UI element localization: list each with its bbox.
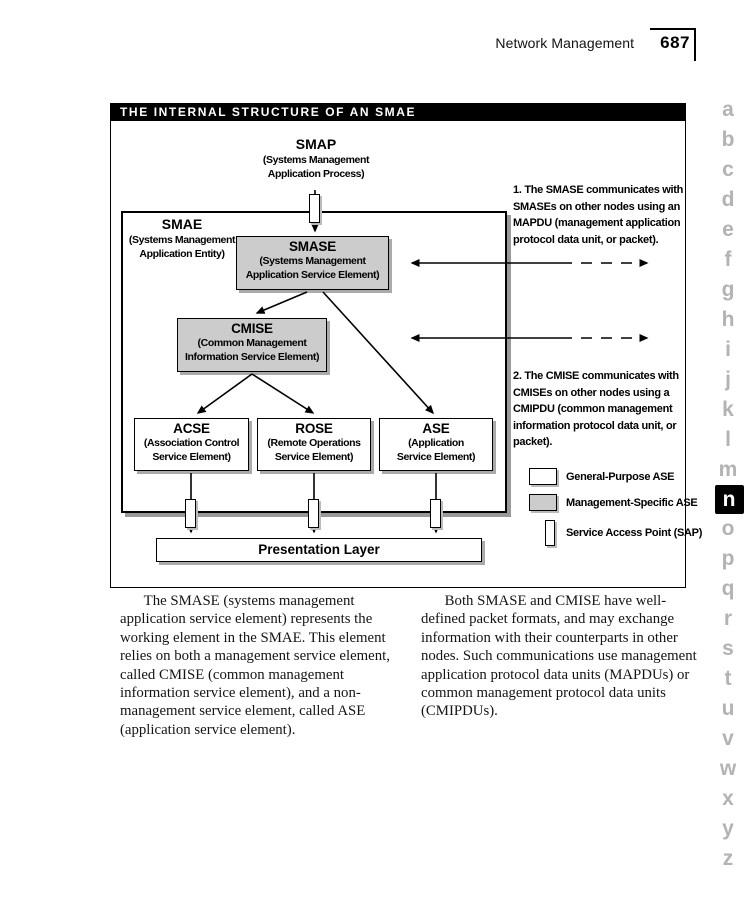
alpha-tab-f: f bbox=[724, 248, 732, 271]
node-smae: SMAE (Systems Management Application Ent… bbox=[121, 216, 243, 261]
alpha-tab-m: m bbox=[718, 458, 738, 481]
node-smase: SMASE (Systems Management Application Se… bbox=[236, 236, 389, 290]
alpha-tab-q: q bbox=[721, 577, 735, 600]
node-cmise: CMISE (Common Management Information Ser… bbox=[177, 318, 327, 372]
legend-label: Service Access Point (SAP) bbox=[566, 527, 703, 539]
legend-row-management-specific: Management-Specific ASE bbox=[529, 494, 702, 511]
paragraph-packet-formats: Both SMASE and CMISE have well-defined p… bbox=[421, 593, 697, 720]
alpha-tab-a: a bbox=[722, 98, 734, 121]
cmise-abbr: CMISE bbox=[231, 321, 273, 336]
note-cmise-communication: 2. The CMISE communicates with CMISEs on… bbox=[513, 370, 679, 448]
alpha-tab-c: c bbox=[722, 158, 734, 181]
ase-sub1: (Application bbox=[408, 437, 464, 449]
page-header: Network Management 687 bbox=[0, 28, 696, 61]
smap-sub2: Application Process) bbox=[267, 168, 365, 180]
acse-sub1: (Association Control bbox=[143, 437, 240, 449]
sap-connector-smap bbox=[309, 194, 320, 223]
body-column-left: The SMASE (systems management applicatio… bbox=[120, 592, 404, 739]
sap-connector-rose bbox=[308, 499, 319, 528]
alpha-tab-o: o bbox=[721, 517, 735, 540]
smase-sub1: (Systems Management bbox=[259, 255, 366, 267]
rose-abbr: ROSE bbox=[295, 421, 333, 436]
alpha-tab-z: z bbox=[722, 847, 734, 870]
figure-title: THE INTERNAL STRUCTURE OF AN SMAE bbox=[111, 104, 685, 121]
node-smap: SMAP (Systems Management Application Pro… bbox=[236, 136, 396, 181]
alpha-tab-i: i bbox=[725, 338, 731, 361]
cmise-sub2: Information Service Element) bbox=[184, 350, 320, 363]
alpha-tab-s: s bbox=[722, 637, 734, 660]
sap-connector-ase bbox=[430, 499, 441, 528]
smase-sub2: Application Service Element) bbox=[245, 268, 380, 281]
alpha-tab-v: v bbox=[722, 727, 734, 750]
figure-internal-structure-smae: THE INTERNAL STRUCTURE OF AN SMAE SMAP (… bbox=[110, 103, 702, 588]
alpha-tab-b: b bbox=[721, 128, 735, 151]
alpha-tab-g: g bbox=[721, 278, 735, 301]
alpha-tab-x: x bbox=[722, 787, 734, 810]
node-acse: ACSE (Association Control Service Elemen… bbox=[134, 418, 249, 471]
acse-sub2: Service Element) bbox=[152, 450, 231, 463]
legend-label: Management-Specific ASE bbox=[566, 496, 698, 509]
legend-row-sap: Service Access Point (SAP) bbox=[529, 520, 702, 546]
alpha-tab-p: p bbox=[721, 547, 735, 570]
body-column-right: Both SMASE and CMISE have well-defined p… bbox=[421, 592, 705, 739]
rose-sub1: (Remote Operations bbox=[267, 437, 361, 449]
sap-connector-acse bbox=[185, 499, 196, 528]
smap-sub1: (Systems Management bbox=[262, 154, 370, 166]
general-purpose-swatch-icon bbox=[529, 468, 557, 485]
node-ase: ASE (Application Service Element) bbox=[379, 418, 493, 471]
smap-abbr: SMAP bbox=[295, 136, 337, 152]
paragraph-smase: The SMASE (systems management applicatio… bbox=[120, 593, 390, 738]
alpha-tab-k: k bbox=[722, 398, 734, 421]
node-presentation-layer: Presentation Layer bbox=[156, 538, 482, 562]
sap-swatch-icon bbox=[545, 520, 555, 546]
ase-abbr: ASE bbox=[422, 421, 450, 436]
cmise-sub1: (Common Management bbox=[197, 337, 307, 349]
legend: General-Purpose ASE Management-Specific … bbox=[529, 468, 702, 555]
alpha-tab-y: y bbox=[722, 817, 734, 840]
smae-sub2: Application Entity) bbox=[139, 248, 225, 260]
smase-abbr: SMASE bbox=[288, 239, 336, 254]
acse-abbr: ACSE bbox=[173, 421, 210, 436]
rose-sub2: Service Element) bbox=[274, 450, 354, 463]
body-text: The SMASE (systems management applicatio… bbox=[120, 592, 705, 739]
alpha-tab-e: e bbox=[722, 218, 734, 241]
alpha-tab-d: d bbox=[721, 188, 735, 211]
alpha-tab-j: j bbox=[725, 368, 731, 391]
alpha-tab-h: h bbox=[721, 308, 735, 331]
legend-label: General-Purpose ASE bbox=[566, 470, 675, 483]
alpha-tab-t: t bbox=[724, 667, 732, 690]
node-rose: ROSE (Remote Operations Service Element) bbox=[257, 418, 371, 471]
alpha-tab-w: w bbox=[719, 757, 737, 780]
alpha-tab-n: n bbox=[714, 485, 744, 514]
smae-abbr: SMAE bbox=[161, 216, 203, 232]
smae-sub1: (Systems Management bbox=[128, 234, 236, 246]
page-number: 687 bbox=[650, 28, 696, 61]
ase-sub2: Service Element) bbox=[396, 450, 476, 463]
alpha-tab-r: r bbox=[723, 607, 733, 630]
alpha-tab-u: u bbox=[721, 697, 735, 720]
legend-row-general-purpose: General-Purpose ASE bbox=[529, 468, 702, 485]
management-specific-swatch-icon bbox=[529, 494, 557, 511]
alpha-tab-l: l bbox=[725, 428, 731, 451]
section-title: Network Management bbox=[495, 35, 635, 51]
note-smase-communication: 1. The SMASE communicates with SMASEs on… bbox=[513, 184, 684, 246]
